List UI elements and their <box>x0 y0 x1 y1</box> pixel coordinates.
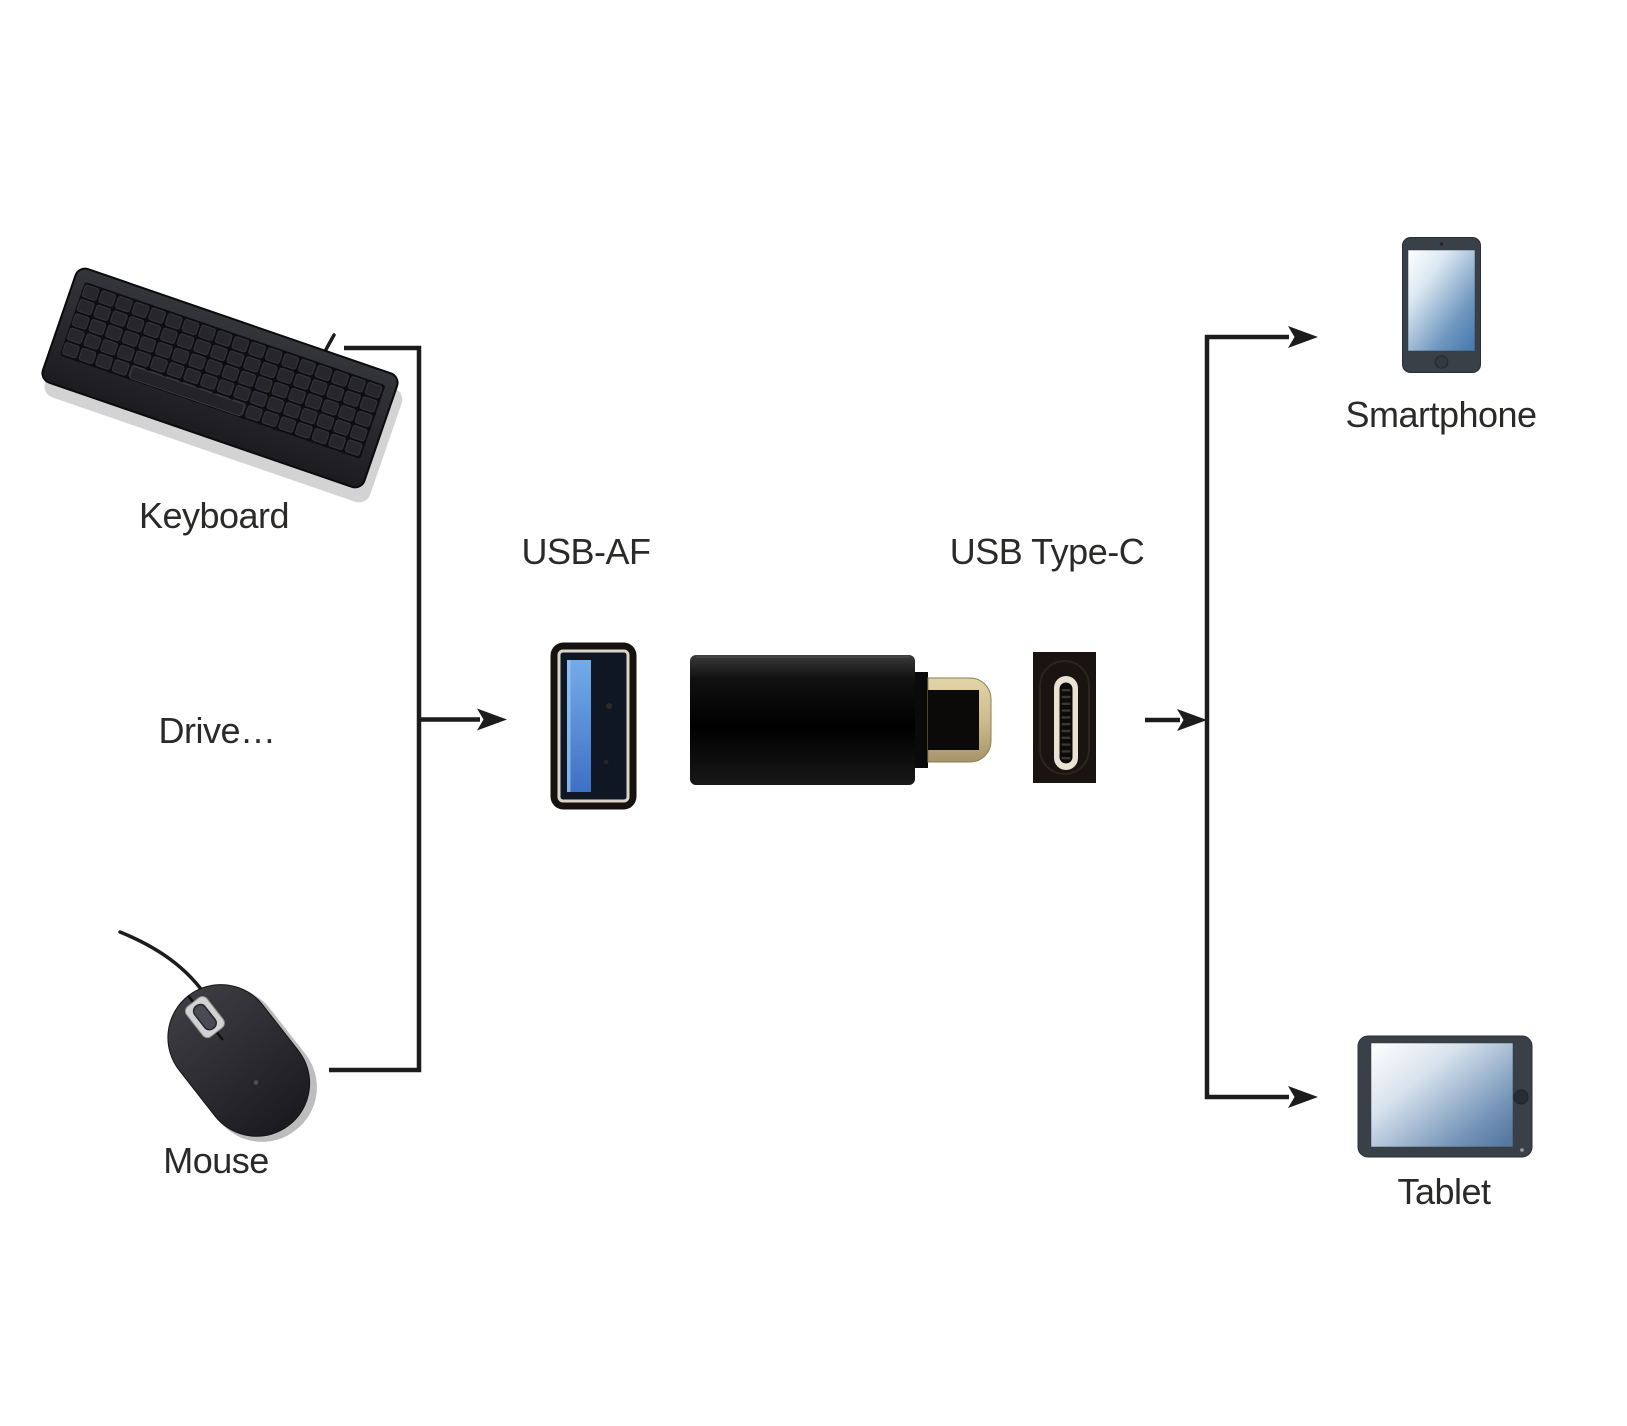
mouse-logo-dot <box>253 1080 259 1085</box>
usb-af-contact-dot <box>606 703 612 709</box>
mouse-image <box>167 984 317 1142</box>
smartphone-label: Smartphone <box>1345 394 1537 435</box>
smartphone-home-button-icon <box>1434 355 1449 369</box>
adapter-top-bevel <box>696 655 909 658</box>
usb-c-plug-face <box>928 690 979 750</box>
smartphone-camera-icon <box>1439 242 1444 246</box>
usb-type-c-label: USB Type-C <box>949 531 1145 572</box>
usb-af-label: USB-AF <box>521 531 651 572</box>
drive-label: Drive… <box>158 710 276 751</box>
usb-af-contact-dot <box>603 759 609 765</box>
smartphone-arrowhead-icon <box>1288 326 1318 348</box>
usb-af-blue-tongue <box>567 660 591 792</box>
usb-c-port-image <box>1033 652 1096 783</box>
adapter-plug-collar <box>915 672 928 768</box>
keyboard-spacebar <box>129 366 245 416</box>
usb-af-connector-image <box>550 642 637 810</box>
usb-af-tongue-highlight <box>567 660 571 792</box>
mouse-label: Mouse <box>163 1140 269 1181</box>
tablet-screen <box>1370 1042 1514 1148</box>
tablet-indicator-dot <box>1520 1148 1524 1152</box>
input-devices-branch-line <box>329 345 422 1073</box>
tablet-label: Tablet <box>1397 1171 1491 1212</box>
tablet-camera-icon <box>1513 1089 1529 1105</box>
output-devices-branch-line <box>1204 334 1289 1100</box>
usb-c-port-ring <box>1039 660 1090 775</box>
tablet-image <box>1357 1035 1533 1158</box>
keyboard-keys <box>59 281 386 460</box>
keyboard-label: Keyboard <box>138 495 290 536</box>
adapter-input-arrowhead-icon <box>477 708 507 731</box>
smartphone-screen <box>1407 249 1476 352</box>
adapter-output-arrowhead-icon <box>1177 709 1207 731</box>
smartphone-image <box>1402 237 1481 373</box>
adapter-body <box>690 655 915 785</box>
mouse-scroll-wheel-icon <box>192 1003 217 1031</box>
keyboard-image <box>41 267 403 503</box>
tablet-arrowhead-icon <box>1288 1086 1318 1108</box>
adapter-image <box>690 655 992 785</box>
usb-c-port-pins <box>1061 689 1071 760</box>
